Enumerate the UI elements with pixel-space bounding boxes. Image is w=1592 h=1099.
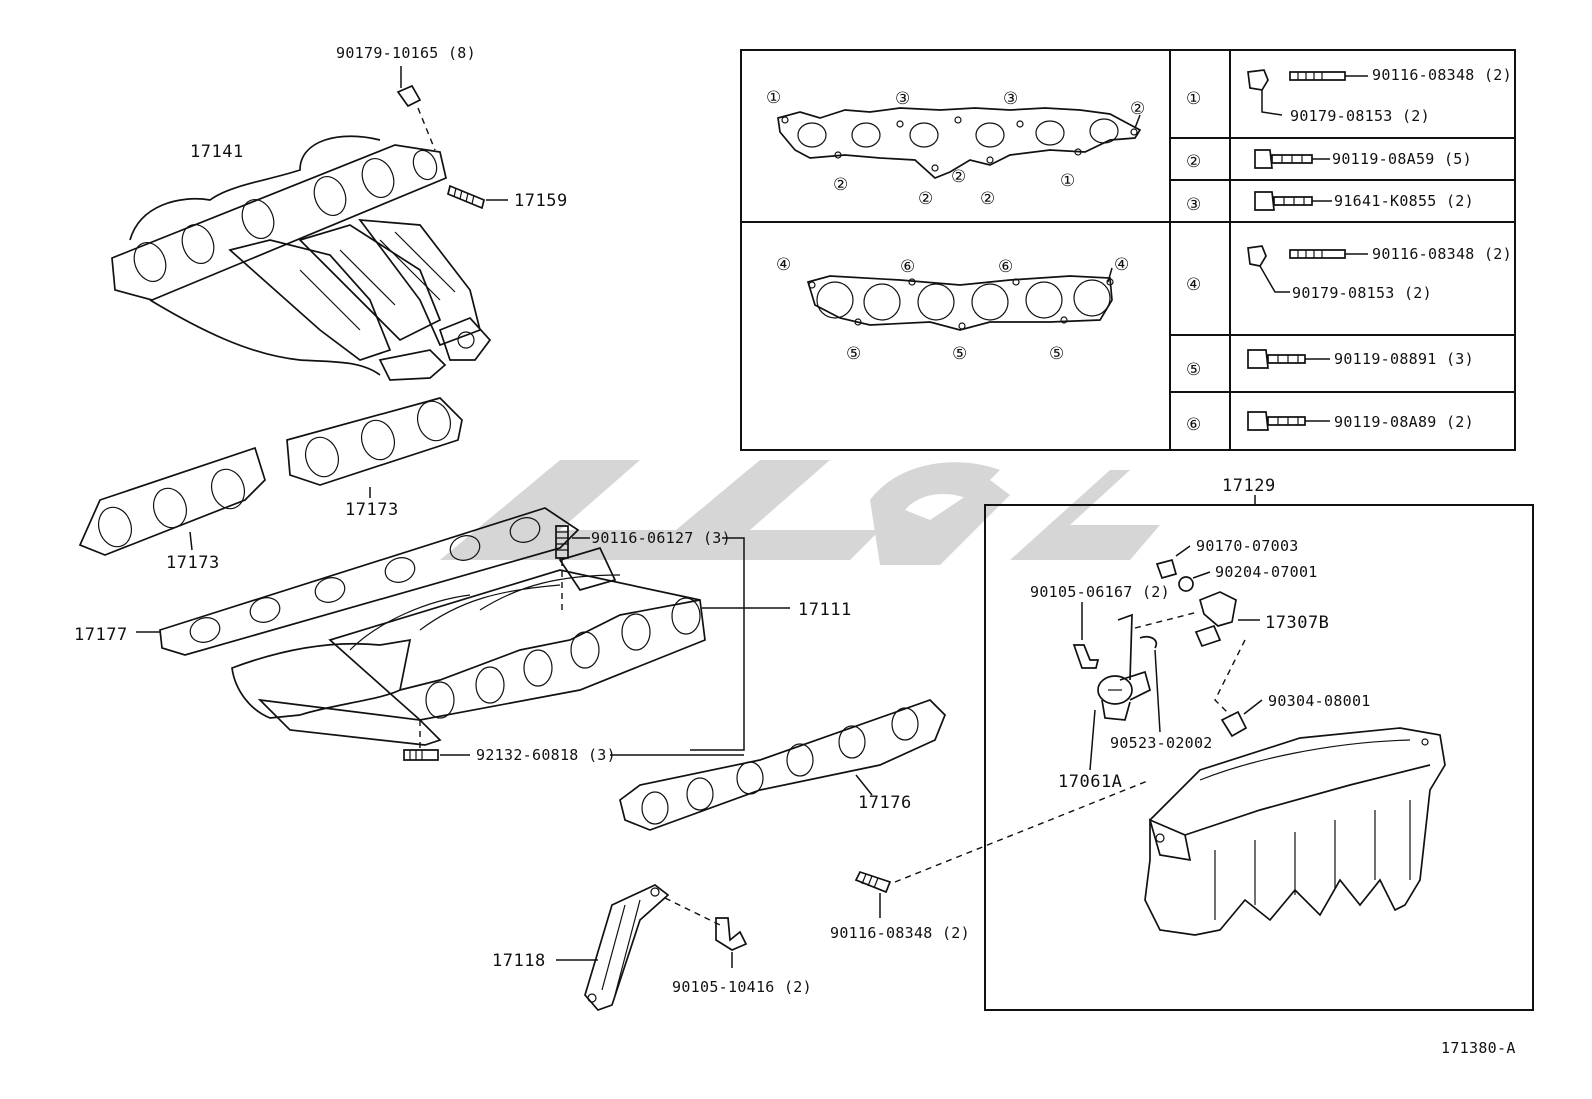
row-4-part-1: 90116-08348 (2): [1372, 245, 1512, 263]
lower-marker: ⑤: [1049, 344, 1064, 364]
upper-marker: ②: [918, 189, 933, 209]
upper-marker: ③: [895, 89, 910, 109]
label-90304-08001: 90304-08001: [1268, 692, 1371, 710]
upper-intake-manifold: [1144, 727, 1446, 936]
row-3-part-1: 91641-K0855 (2): [1334, 192, 1474, 210]
label-17307B: 17307B: [1265, 613, 1329, 633]
label-17177: 17177: [74, 625, 128, 645]
upper-marker: ①: [1060, 171, 1075, 191]
label-17159: 17159: [514, 191, 568, 211]
upper-marker: ①: [766, 88, 781, 108]
label-17061A: 17061A: [1058, 772, 1122, 792]
gasket-markers: ① ③ ③ ② ② ② ② ② ① ④ ⑥ ⑥ ④ ⑤ ⑤ ⑤: [766, 88, 1145, 364]
upper-marker: ③: [1003, 89, 1018, 109]
row-4-part-2: 90179-08153 (2): [1292, 284, 1432, 302]
stud-90116-06127: [555, 525, 745, 751]
table-labels: ① 90116-08348 (2) 90179-08153 (2) ② 9011…: [1186, 66, 1512, 435]
label-90179-10165: 90179-10165 (8): [336, 44, 476, 62]
row-2-part-1: 90119-08A59 (5): [1332, 150, 1472, 168]
upper-marker: ②: [951, 167, 966, 187]
row-5-marker: ⑤: [1186, 360, 1201, 380]
fastener-row-5: [1247, 349, 1330, 369]
label-90170-07003: 90170-07003: [1196, 537, 1299, 555]
fastener-row-2: [1254, 149, 1330, 169]
leader-lines: [1107, 114, 1141, 283]
lower-marker: ④: [776, 255, 791, 275]
label-171380-A: 171380-A: [1441, 1039, 1516, 1057]
label-90116-08348-lower: 90116-08348 (2): [830, 924, 970, 942]
upper-marker: ②: [833, 175, 848, 195]
upper-marker: ②: [980, 189, 995, 209]
lower-marker: ⑤: [952, 344, 967, 364]
label-90116-06127: 90116-06127 (3): [591, 529, 731, 547]
lower-marker: ⑥: [900, 257, 915, 277]
lower-marker: ⑥: [998, 257, 1013, 277]
stud-90116-08348-lower: [854, 779, 1151, 918]
bolt-90105-10416: [715, 917, 748, 968]
lower-gasket-drawing: [806, 275, 1114, 331]
exhaust-manifold-17141: [111, 135, 492, 381]
row-4-marker: ④: [1186, 275, 1201, 295]
label-17118: 17118: [492, 951, 546, 971]
bracket-17118: [556, 884, 721, 1011]
upper-marker: ②: [1130, 99, 1145, 119]
stud-92132-60818: [403, 720, 744, 761]
label-90105-06167: 90105-06167 (2): [1030, 583, 1170, 601]
label-90105-10416: 90105-10416 (2): [672, 978, 812, 996]
label-17129: 17129: [1222, 476, 1276, 496]
row-2-marker: ②: [1186, 152, 1201, 172]
fastener-row-3: [1254, 191, 1332, 211]
gasket-17173-right: [286, 397, 463, 498]
nut-90170-07003: [1155, 545, 1191, 580]
nut-90304-08001: [1214, 639, 1263, 738]
label-17176: 17176: [858, 793, 912, 813]
gasket-17176: [619, 699, 946, 831]
assembly-box-17129: [984, 495, 1534, 1011]
gasket-17173-left: [78, 446, 266, 556]
fastener-row-1: [1247, 69, 1368, 116]
intake-manifold-17111: [231, 546, 790, 746]
lower-marker: ④: [1114, 255, 1129, 275]
row-3-marker: ③: [1186, 195, 1201, 215]
upper-gasket-drawing: [777, 107, 1142, 179]
lower-marker: ⑤: [846, 344, 861, 364]
callout-labels: 90179-10165 (8) 17141 17159 17173 17173 …: [74, 44, 1516, 1057]
label-17173-right: 17173: [345, 500, 399, 520]
label-17141: 17141: [190, 142, 244, 162]
label-92132-60818: 92132-60818 (3): [476, 746, 616, 764]
clip-90523-02002: [1134, 611, 1199, 733]
fastener-row-4: [1247, 245, 1368, 293]
label-17111: 17111: [798, 600, 852, 620]
actuator-17061A: [1089, 613, 1152, 771]
bracket-17307B: [1194, 591, 1260, 648]
row-1-part-1: 90116-08348 (2): [1372, 66, 1512, 84]
label-90523-02002: 90523-02002: [1110, 734, 1213, 752]
washer-90204-07001: [1178, 571, 1211, 592]
gasket-detail-table: [740, 49, 1516, 451]
row-6-marker: ⑥: [1186, 415, 1201, 435]
nut-90179-10165: [396, 66, 436, 151]
row-6-part-1: 90119-08A89 (2): [1334, 413, 1474, 431]
label-90204-07001: 90204-07001: [1215, 563, 1318, 581]
bolt-90105-06167: [1072, 602, 1100, 669]
stud-17159: [446, 184, 508, 210]
row-1-marker: ①: [1186, 89, 1201, 109]
watermark-logo: [440, 460, 1160, 565]
row-1-part-2: 90179-08153 (2): [1290, 107, 1430, 125]
gasket-17177: [136, 507, 580, 656]
label-17173-left: 17173: [166, 553, 220, 573]
fastener-row-6: [1247, 411, 1330, 431]
row-5-part-1: 90119-08891 (3): [1334, 350, 1474, 368]
